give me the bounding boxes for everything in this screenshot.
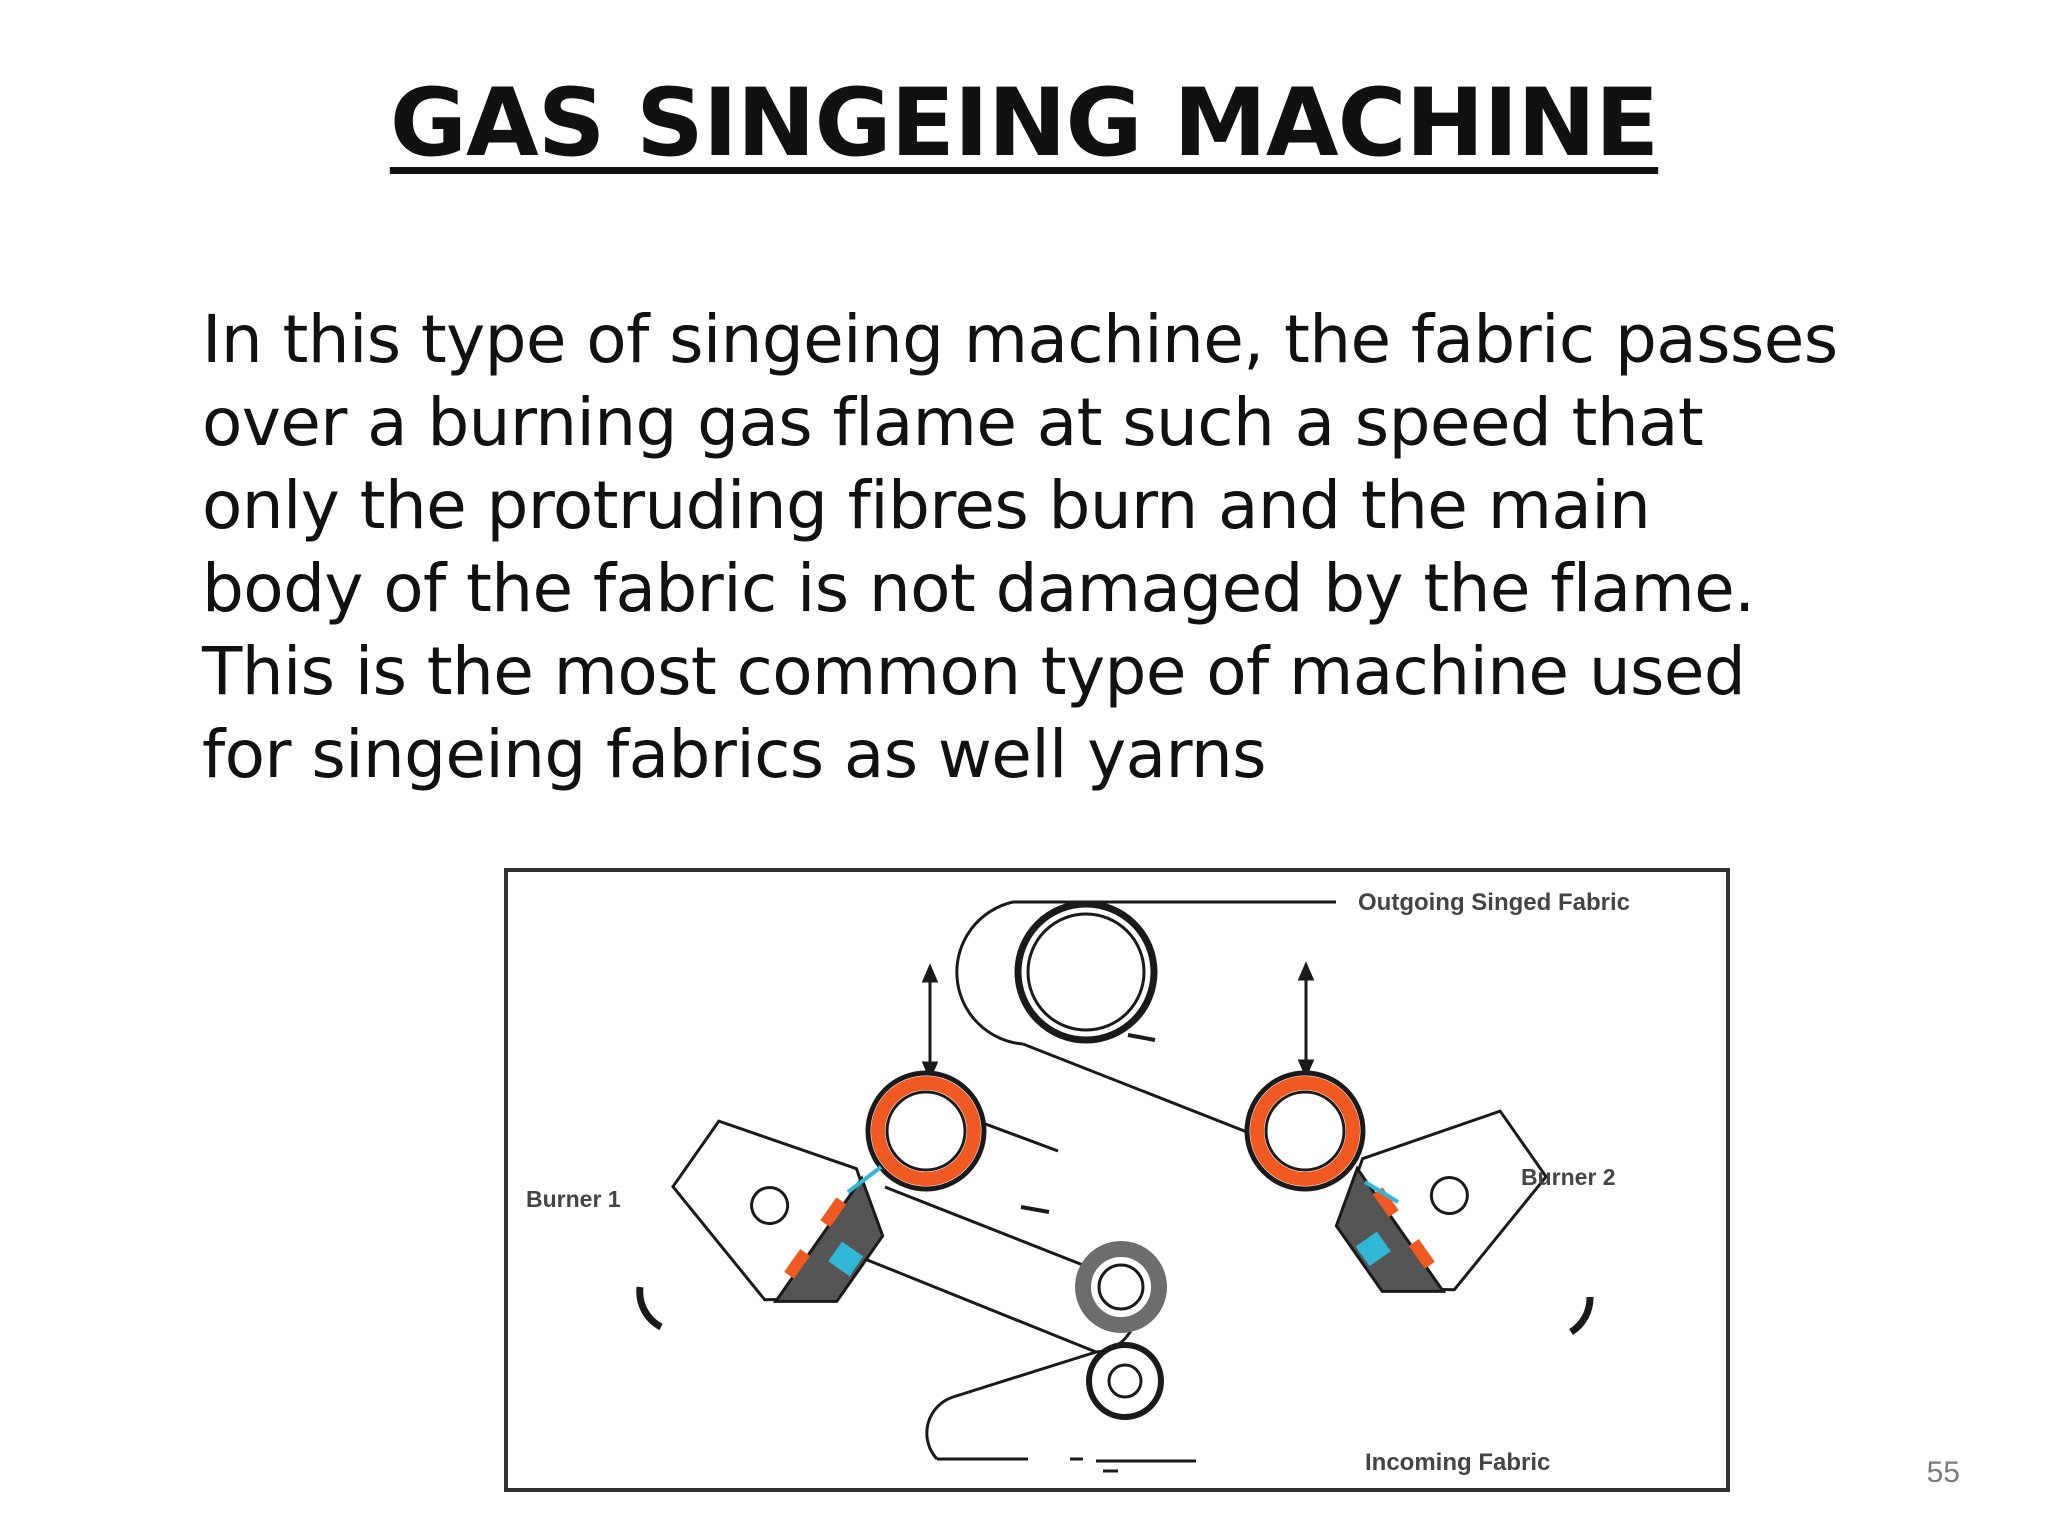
fabric-path: [727, 900, 1336, 1473]
label-burner-2: Burner 2: [1521, 1164, 1616, 1190]
tension-mark: [1020, 1205, 1050, 1214]
burner-2: [1334, 1109, 1548, 1293]
rotation-arrow-icon: [636, 1286, 663, 1331]
page-number: 55: [1926, 1456, 1960, 1489]
guide-roller: [1075, 1241, 1167, 1333]
slide-title-text: GAS SINGEING MACHINE: [389, 69, 1659, 178]
roller-adjust-arrow: [921, 963, 939, 1081]
gas-jet: [1363, 1180, 1400, 1204]
body-line: only the protruding fibres burn and the …: [202, 467, 1651, 544]
flame-roller-left: [865, 1070, 987, 1192]
body-line: over a burning gas flame at such a speed…: [202, 384, 1704, 461]
slide-title: GAS SINGEING MACHINE: [0, 64, 2048, 184]
singeing-diagram: Outgoing Singed Fabric Incoming Fabric B…: [503, 867, 1731, 1493]
flame-roller-right: [1244, 1070, 1366, 1192]
guide-roller: [1086, 1342, 1164, 1420]
label-burner-1: Burner 1: [526, 1186, 621, 1212]
burner-1: [671, 1119, 885, 1303]
body-line: body of the fabric is not damaged by the…: [202, 550, 1755, 627]
rotation-arrow-icon: [1569, 1296, 1594, 1335]
outgoing-roller: [1014, 900, 1158, 1044]
label-incoming: Incoming Fabric: [1365, 1449, 1550, 1476]
body-paragraph: In this type of singeing machine, the fa…: [202, 298, 1982, 796]
gas-jet: [846, 1165, 883, 1194]
body-line: This is the most common type of machine …: [202, 633, 1746, 710]
label-outgoing: Outgoing Singed Fabric: [1358, 889, 1630, 916]
tension-mark: [1127, 1033, 1156, 1042]
roller-adjust-arrow: [1297, 961, 1315, 1079]
body-line: for singeing fabrics as well yarns: [202, 716, 1266, 793]
body-line: In this type of singeing machine, the fa…: [202, 301, 1838, 378]
